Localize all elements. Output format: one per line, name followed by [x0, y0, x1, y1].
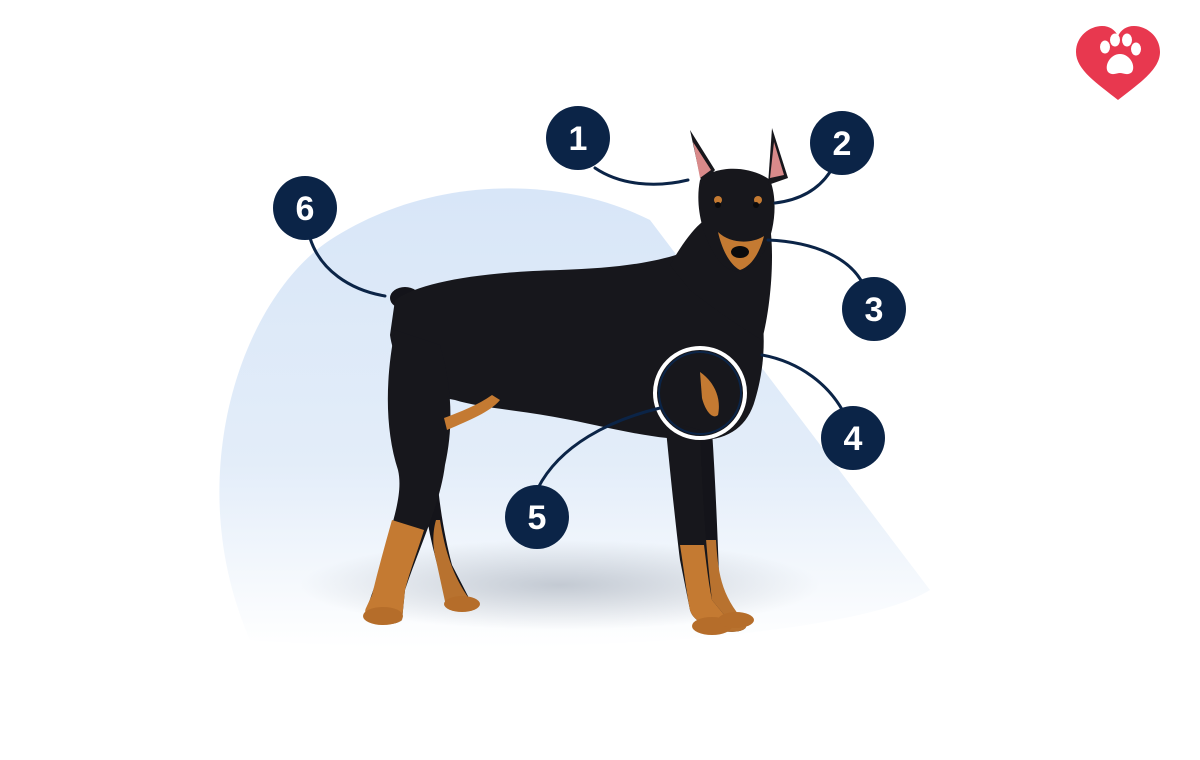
doberman-dog-illustration: [363, 128, 788, 635]
marker-1-label: 1: [569, 120, 588, 158]
marker-3: 3: [842, 277, 906, 341]
highlight-ring: [653, 346, 747, 440]
marker-4-label: 4: [844, 420, 863, 458]
marker-6: 6: [273, 176, 337, 240]
marker-2: 2: [810, 111, 874, 175]
leader-line-2: [773, 170, 832, 205]
leader-line-3: [766, 238, 865, 286]
leader-line-1: [593, 166, 690, 186]
leader-line-6: [308, 236, 387, 298]
marker-1: 1: [546, 106, 610, 170]
leader-line-5: [536, 406, 662, 490]
marker-3-label: 3: [865, 291, 884, 329]
marker-5-label: 5: [528, 499, 547, 537]
marker-4: 4: [821, 406, 885, 470]
marker-6-label: 6: [296, 190, 315, 228]
marker-2-label: 2: [833, 125, 852, 163]
marker-5: 5: [505, 485, 569, 549]
leader-line-4: [760, 353, 847, 417]
leader-lines: [308, 166, 865, 490]
paw-heart-icon: [1076, 26, 1160, 100]
